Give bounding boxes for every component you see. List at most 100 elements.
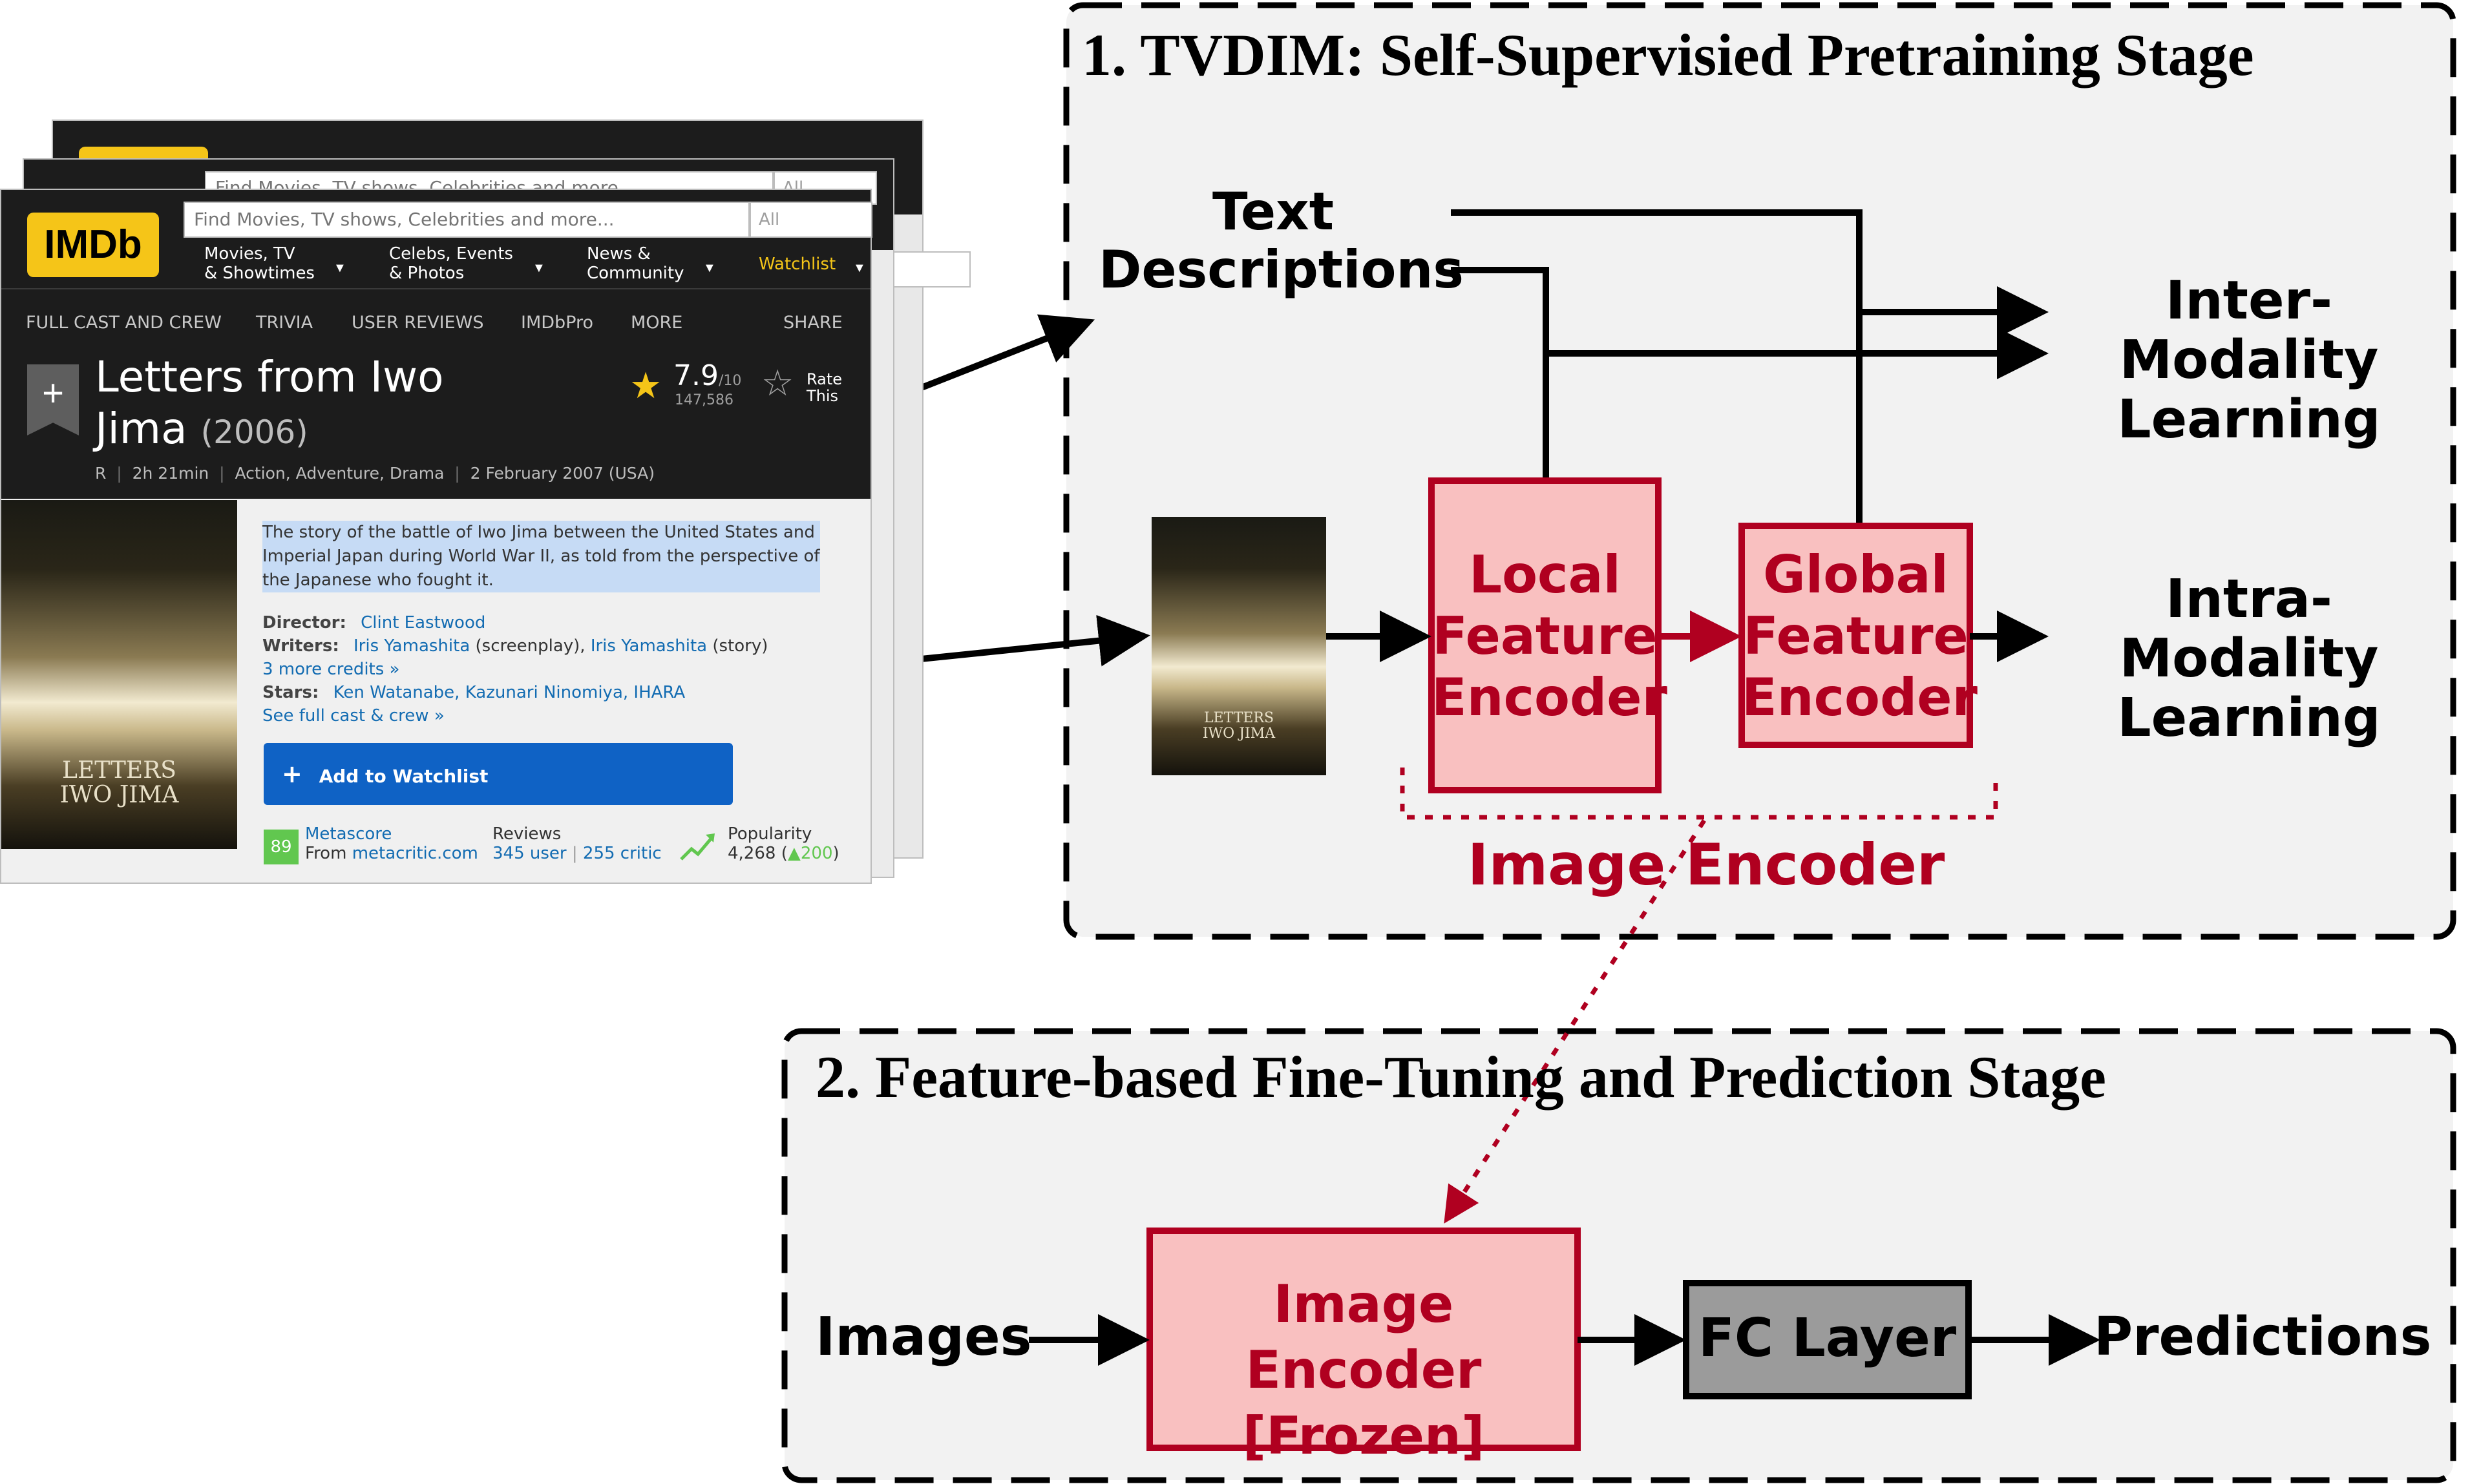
encoder-transfer-arrow [1444,819,1706,1224]
add-icon: + [282,760,302,788]
full-cast-link[interactable]: See full cast & crew » [262,706,445,726]
global-encoder-line3: Encoder [1742,667,1978,727]
metascore-from: From [305,844,347,863]
image-encoder-group-label: Image Encoder [1467,831,1945,898]
nav-celebs-line2: & Photos [389,264,465,283]
add-to-watchlist-button[interactable]: + Add to Watchlist [264,743,733,805]
subnav-share[interactable]: SHARE [783,313,843,333]
subnav-full-cast[interactable]: FULL CAST AND CREW [26,313,222,333]
meta-sep-2: | [214,464,235,483]
meta-runtime: 2h 21min [132,464,209,483]
local-encoder-line2: Feature [1432,606,1658,666]
intra-modality-label: Intra-Modality Learning [2049,570,2449,747]
writer-2-role: (story) [712,636,768,656]
popularity-open-paren: ( [781,844,788,863]
imdb-search-input[interactable]: Find Movies, TV shows, Celebrities and m… [184,202,750,238]
nav-watchlist[interactable]: Watchlist [759,255,836,274]
subnav-user-reviews[interactable]: USER REVIEWS [352,313,484,333]
stars-links[interactable]: Ken Watanabe, Kazunari Ninomiya, IHARA [333,683,686,702]
global-encoder-line2: Feature [1743,606,1969,666]
more-credits-link[interactable]: 3 more credits » [262,660,400,679]
text-line-top [1451,209,1863,526]
movie-title-line2-text: Jima [95,404,187,454]
nav-celebs-caret-icon: ▼ [533,261,545,275]
rate-this[interactable]: Rate This [807,371,842,404]
fc-layer-label: FC Layer [1698,1308,1957,1369]
global-encoder-line1: Global [1763,545,1948,605]
movie-title-line2: Jima (2006) [95,403,443,458]
reviews-label: Reviews [492,824,562,844]
rating-scale: /10 [718,373,742,389]
inter-modality-label: Inter-Modality Learning [2049,271,2449,449]
plot-line-3: the Japanese who fought it. [262,570,494,590]
plot-summary: The story of the battle of Iwo Jima betw… [262,521,820,592]
metascore-label[interactable]: Metascore [305,824,392,844]
plot-line-2: Imperial Japan during World War II, as t… [262,547,820,566]
popularity-label: Popularity [728,824,812,844]
stars-row: Stars: Ken Watanabe, Kazunari Ninomiya, … [262,681,768,704]
thumbnail-poster-title-line2: IWO JIMA [1202,726,1276,742]
nav-celebs[interactable]: Celebs, Events & Photos [389,244,513,283]
critic-reviews-link[interactable]: 255 critic [582,844,662,863]
nav-movies[interactable]: Movies, TV & Showtimes [204,244,315,283]
popularity-trend-icon [680,833,715,861]
images-label: Images [816,1306,1032,1368]
subnav-imdbpro[interactable]: IMDbPro [521,313,594,333]
movie-meta: R | 2h 21min | Action, Adventure, Drama … [95,464,655,483]
global-feature-encoder-box [1738,523,1973,748]
director-row: Director: Clint Eastwood [262,611,768,634]
poster-title-line1: LETTERS [62,757,176,784]
stars-label: Stars: [262,683,319,702]
text-descriptions-line1: Text [1212,182,1335,242]
reviews-block: Reviews 345 user | 255 critic [492,824,662,863]
reviews-links: 345 user | 255 critic [492,844,662,863]
imdb-logo[interactable]: IMDb [27,213,159,277]
popularity-block: Popularity 4,268 (▲200) [728,824,839,863]
writer-2-link[interactable]: Iris Yamashita [590,636,708,656]
writers-row: Writers: Iris Yamashita (screenplay), Ir… [262,634,768,658]
frozen-encoder-box [1146,1228,1581,1451]
subnav-more[interactable]: MORE [631,313,683,333]
frozen-encoder-label: Image Encoder [Frozen] [1150,1271,1578,1469]
metascore-source-link[interactable]: metacritic.com [352,844,478,863]
text-descriptions-label: Text Descriptions [1099,182,1464,298]
popularity-change: 200 [800,844,833,863]
meta-genres[interactable]: Action, Adventure, Drama [235,464,445,483]
nav-movies-line2: & Showtimes [204,264,315,283]
inter-modality-line1: Inter-Modality [2119,270,2379,391]
global-feature-encoder-label: Global Feature Encoder [1742,544,1978,728]
director-label: Director: [262,613,346,632]
stage1-title: 1. TVDIM: Self-Supervisied Pretraining S… [1082,22,2254,88]
rate-star-icon[interactable]: ☆ [761,362,794,403]
nav-news[interactable]: News & Community [587,244,684,283]
watchlist-ribbon-icon[interactable]: + [27,364,79,435]
nav-movies-caret-icon: ▼ [333,261,346,275]
meta-sep-3: | [449,464,470,483]
writer-1-link[interactable]: Iris Yamashita [353,636,470,656]
local-feature-encoder-box [1428,477,1662,793]
popularity-close-paren: ) [832,844,839,863]
text-line-desc [1451,267,1549,479]
inter-modality-line2: Learning [2117,388,2381,450]
movie-poster[interactable]: LETTERS IWO JIMA [1,500,237,849]
frozen-encoder-line1: Image Encoder [1245,1274,1482,1400]
image-encoder-group-bracket [1400,768,1998,820]
popularity-up-icon: ▲ [787,844,801,863]
frozen-encoder-line2: [Frozen] [1242,1406,1485,1466]
nav-news-line1: News & [587,244,651,264]
meta-certificate: R [95,464,107,483]
meta-sep-1: | [111,464,132,483]
thumbnail-poster-title-line1: LETTERS [1203,710,1274,726]
rating-count: 147,586 [675,392,734,408]
metascore-block: Metascore From metacritic.com [305,824,478,863]
subnav-trivia[interactable]: TRIVIA [256,313,313,333]
user-reviews-link[interactable]: 345 user [492,844,567,863]
imdb-search-scope[interactable]: All [750,202,872,238]
plot-line-1: The story of the battle of Iwo Jima betw… [262,523,815,542]
rate-this-line1: Rate [807,370,843,388]
movie-year: (2006) [200,413,308,451]
meta-release-date[interactable]: 2 February 2007 (USA) [470,464,655,483]
director-link[interactable]: Clint Eastwood [361,613,486,632]
popularity-row: 4,268 (▲200) [728,844,839,863]
